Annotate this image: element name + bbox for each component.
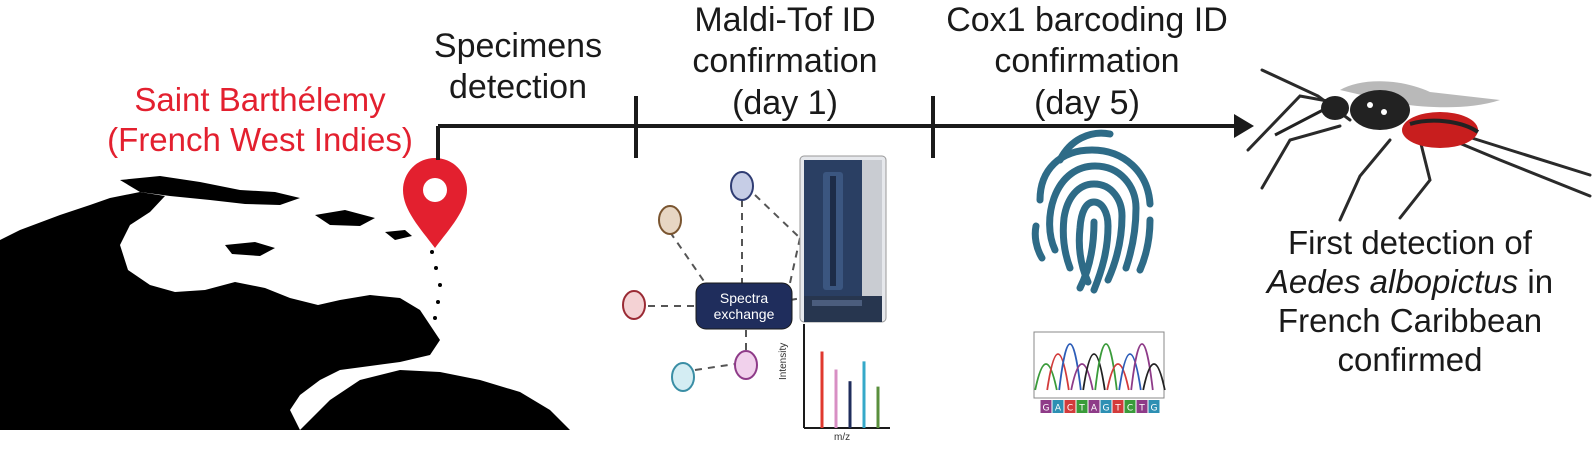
base-block xyxy=(1076,400,1088,413)
timeline xyxy=(436,96,1236,160)
spectrum-y-axis-label: Intensity xyxy=(778,342,789,380)
network-node-red xyxy=(622,290,646,320)
step-label-line: Cox1 barcoding ID xyxy=(946,1,1228,39)
location-pin-icon xyxy=(403,158,467,248)
network-node-purple xyxy=(734,350,758,380)
base-block xyxy=(1088,400,1100,413)
base-letter: G xyxy=(1103,404,1110,414)
base-block xyxy=(1100,400,1112,413)
spectra-network xyxy=(648,194,821,371)
step-label-line: Maldi-Tof ID xyxy=(694,1,876,39)
base-letter: T xyxy=(1138,404,1145,414)
spectra-exchange-label: Spectra exchange xyxy=(696,283,792,329)
result-line: Aedes albopictus in xyxy=(1240,263,1580,302)
result-line: confirmed xyxy=(1337,340,1483,378)
species-name: Aedes albopictus xyxy=(1266,262,1519,300)
network-node-cyan xyxy=(671,362,695,392)
fingerprint-icon xyxy=(1031,129,1154,294)
mosquito-icon xyxy=(1246,68,1592,222)
result-line: First detection of xyxy=(1288,224,1532,261)
step-label-line: confirmation xyxy=(994,42,1180,81)
result-line: French Caribbean xyxy=(1277,301,1543,339)
base-letter: A xyxy=(1091,404,1098,414)
base-block xyxy=(1136,400,1148,413)
chromatogram-trace xyxy=(1106,363,1130,391)
network-node-blue xyxy=(730,171,754,201)
spectra-exchange-box xyxy=(695,282,793,330)
location-name: Saint Barthélemy xyxy=(134,81,386,118)
chromatogram-trace xyxy=(1058,343,1082,391)
base-letter: C xyxy=(1127,404,1133,414)
base-block xyxy=(1052,400,1064,413)
spectrum-x-axis-label: m/z xyxy=(834,432,851,443)
base-letter: G xyxy=(1043,404,1050,414)
step-specimens-detection: Specimens detection xyxy=(418,26,618,109)
mass-spectrum-plot xyxy=(803,324,890,429)
base-block xyxy=(1064,400,1076,413)
base-block xyxy=(1148,400,1160,413)
base-letter: C xyxy=(1067,404,1073,414)
step-label-line: detection xyxy=(449,68,587,107)
result-line-suffix: in xyxy=(1518,262,1554,300)
base-block xyxy=(1124,400,1136,413)
chromatogram-trace xyxy=(1046,353,1070,391)
caribbean-map xyxy=(0,176,570,430)
timeline-arrowhead xyxy=(1234,114,1254,138)
base-block xyxy=(1112,400,1124,413)
chromatogram-trace xyxy=(1034,363,1058,391)
base-letter: A xyxy=(1055,404,1062,414)
network-node-brown xyxy=(658,205,682,235)
mass-spectrometer-icon xyxy=(799,155,887,323)
result-statement: First detection of Aedes albopictus in F… xyxy=(1240,224,1580,380)
step-label-line: Specimens xyxy=(433,27,603,65)
chromatogram-trace xyxy=(1142,363,1166,391)
chromatogram-trace xyxy=(1118,353,1142,391)
location-region: (French West Indies) xyxy=(107,121,413,159)
step-cox1-barcoding: Cox1 barcoding ID confirmation (day 5) xyxy=(922,0,1252,124)
step-label-line: (day 1) xyxy=(732,83,838,122)
spectra-label-line: exchange xyxy=(713,306,775,322)
base-letter: G xyxy=(1151,404,1158,414)
base-block xyxy=(1040,400,1052,413)
step-label-line: confirmation xyxy=(692,42,878,81)
chromatogram-trace xyxy=(1070,363,1094,391)
chromatogram-trace xyxy=(1094,343,1118,391)
step-label-line: (day 5) xyxy=(1034,83,1140,122)
step-maldi-tof: Maldi-Tof ID confirmation (day 1) xyxy=(650,0,920,124)
base-letter: T xyxy=(1114,404,1121,414)
base-letter: T xyxy=(1078,404,1085,414)
chromatogram-trace xyxy=(1082,353,1106,391)
chromatogram-trace xyxy=(1130,343,1154,391)
location-label: Saint Barthélemy (French West Indies) xyxy=(80,80,440,161)
spectra-label-line: Spectra xyxy=(719,289,769,306)
